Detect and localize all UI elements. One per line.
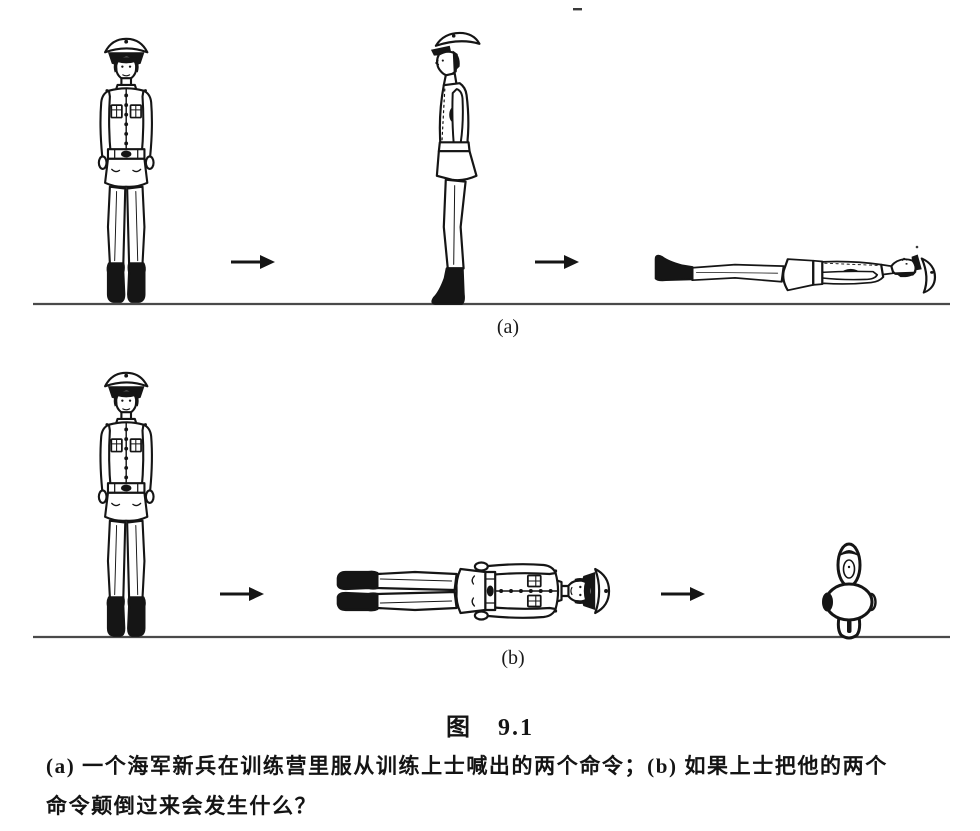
soldier-standing-front-view [97, 371, 155, 637]
figure-caption-line-1: (a) 一个海军新兵在训练营里服从训练上士喊出的两个命令；(b) 如果上士把他的… [46, 754, 888, 778]
scan-speck [915, 245, 919, 249]
soldier-standing-front-view [97, 37, 155, 303]
arrow-right-icon [220, 587, 264, 601]
figure-illustration [33, 8, 950, 640]
soldier-lying-seen-end-on [820, 542, 877, 640]
arrow-right-icon [535, 255, 579, 269]
soldier-lying-on-back-head-right [654, 253, 937, 294]
panel-label-b: (b) [501, 647, 525, 669]
soldier-standing-profile-facing-left [429, 31, 481, 305]
soldier-lying-on-back-front-view-head-right [336, 561, 611, 621]
arrow-right-icon [661, 587, 705, 601]
figure-caption-line-2: 命令颠倒过来会发生什么？ [46, 794, 318, 818]
panel-label-a: (a) [496, 316, 520, 338]
scan-speck [573, 8, 582, 11]
arrow-right-icon [231, 255, 275, 269]
figure-number-title: 图 9.1 [446, 715, 534, 741]
